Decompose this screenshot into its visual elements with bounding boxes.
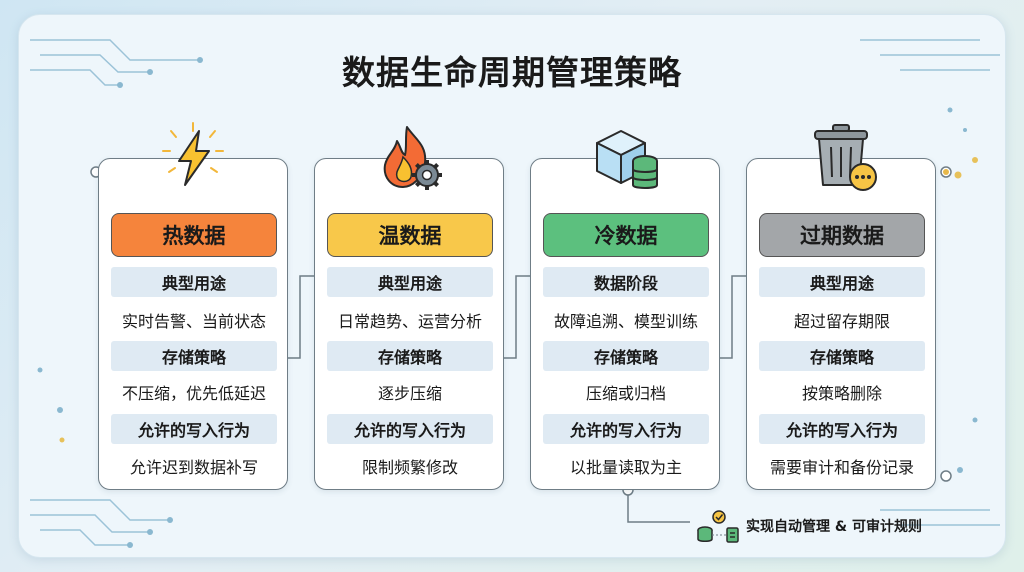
- section-value: 压缩或归档: [585, 384, 666, 403]
- card-title: 冷数据: [543, 213, 709, 257]
- section-value: 需要审计和备份记录: [769, 458, 914, 477]
- section-label: 典型用途: [759, 267, 925, 297]
- section-label: 典型用途: [111, 267, 277, 297]
- card-title: 温数据: [327, 213, 493, 257]
- section-value: 按策略删除: [801, 384, 882, 403]
- section-value: 超过留存期限: [793, 312, 890, 331]
- section-value: 实时告警、当前状态: [121, 312, 266, 331]
- section-value: 限制频繁修改: [361, 458, 458, 477]
- section-value: 故障追溯、模型训练: [553, 312, 698, 331]
- trash-can-icon: [814, 124, 877, 191]
- section-value: 日常趋势、运营分析: [337, 312, 482, 331]
- card-title: 热数据: [111, 213, 277, 257]
- section-value: 允许迟到数据补写: [129, 458, 258, 477]
- card-warm-data: 温数据 典型用途 日常趋势、运营分析 存储策略 逐步压缩 允许的写入行为 限制频…: [314, 126, 504, 490]
- card-title: 过期数据: [759, 213, 925, 257]
- section-label: 允许的写入行为: [543, 414, 709, 444]
- database-check-icon: [697, 510, 739, 543]
- page-title: 数据生命周期管理策略: [342, 53, 682, 92]
- section-label: 存储策略: [111, 341, 277, 371]
- card-cold-data: 冷数据 数据阶段 故障追溯、模型训练 存储策略 压缩或归档 允许的写入行为 以批…: [530, 130, 720, 490]
- section-label: 允许的写入行为: [111, 414, 277, 444]
- section-label: 允许的写入行为: [327, 414, 493, 444]
- section-label: 存储策略: [327, 341, 493, 371]
- card-expired-data: 过期数据 典型用途 超过留存期限 存储策略 按策略删除 允许的写入行为 需要审计…: [746, 124, 936, 490]
- card-hot-data: 热数据 典型用途 实时告警、当前状态 存储策略 不压缩，优先低延迟 允许的写入行…: [98, 122, 288, 490]
- section-label: 典型用途: [327, 267, 493, 297]
- section-value: 以批量读取为主: [569, 458, 682, 477]
- section-value: 不压缩，优先低延迟: [121, 384, 266, 403]
- ice-cube-database-icon: [596, 130, 658, 189]
- section-value: 逐步压缩: [377, 384, 442, 403]
- section-label: 允许的写入行为: [759, 414, 925, 444]
- section-label: 存储策略: [543, 341, 709, 371]
- section-label: 数据阶段: [543, 267, 709, 297]
- flame-gear-icon: [383, 126, 442, 190]
- section-label: 存储策略: [759, 341, 925, 371]
- footer-note: 实现自动管理 & 可审计规则: [746, 519, 922, 535]
- lightning-icon: [162, 122, 224, 186]
